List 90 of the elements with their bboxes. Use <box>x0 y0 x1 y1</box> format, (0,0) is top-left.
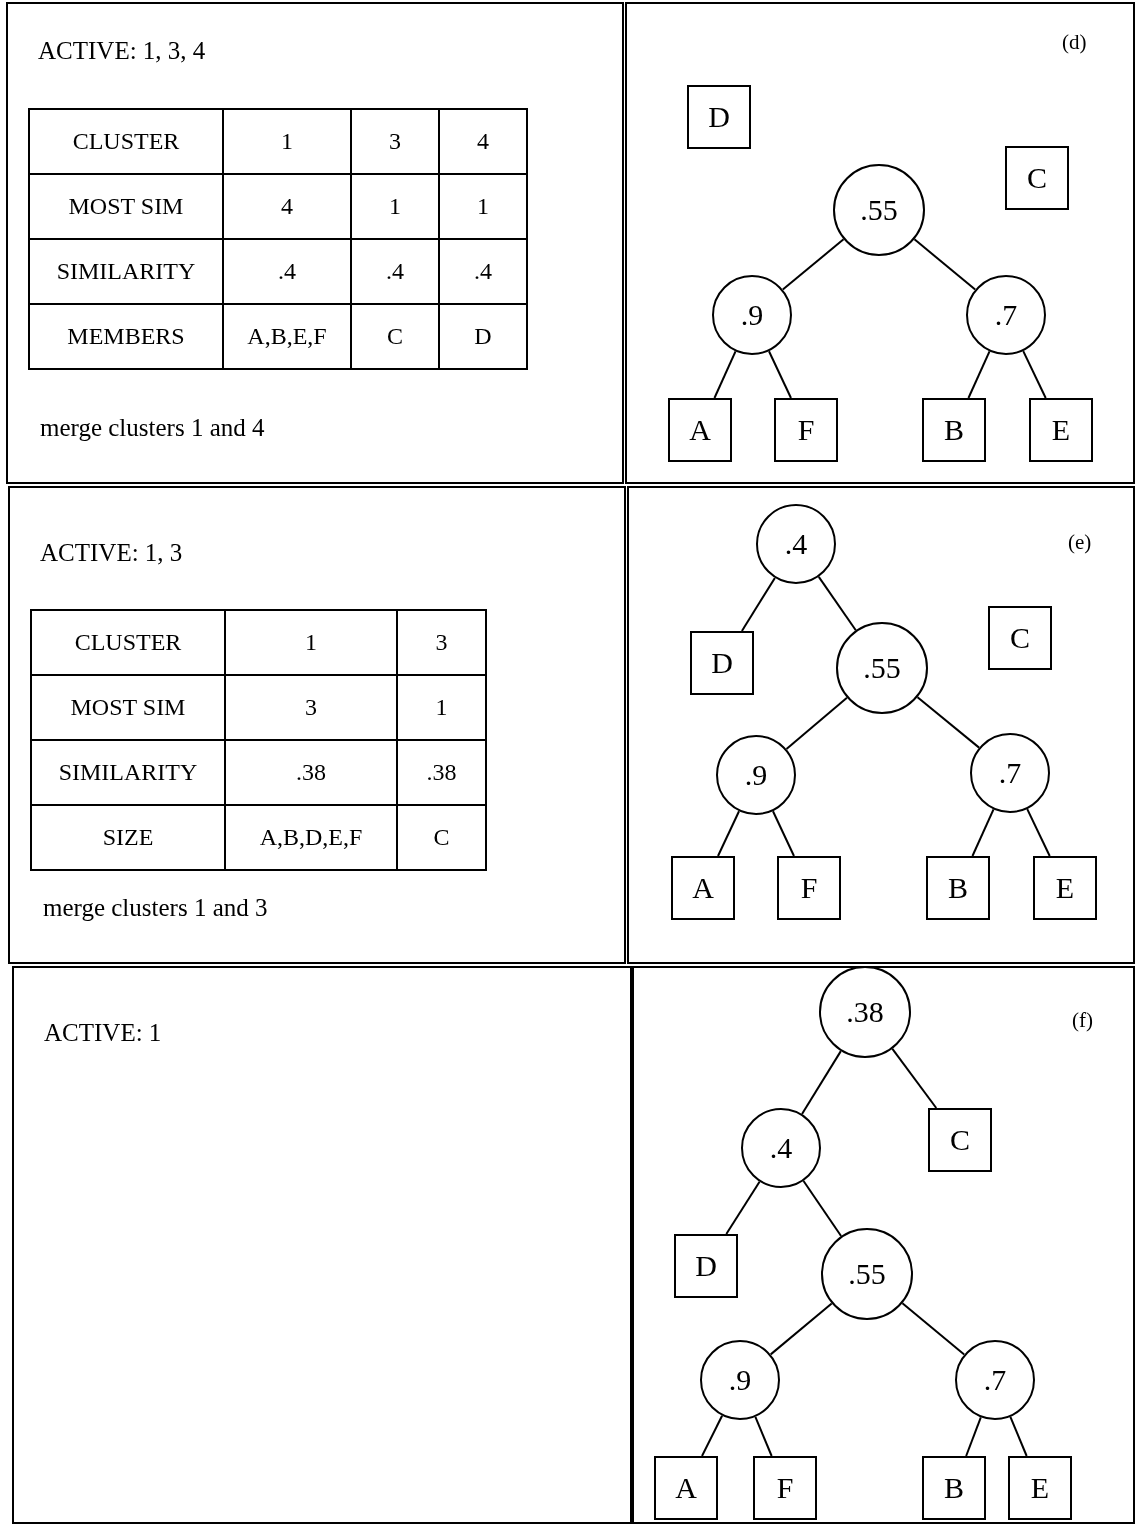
leaf-node: B <box>926 856 990 920</box>
tree-edge <box>1026 808 1051 857</box>
merge-node: .4 <box>741 1108 821 1188</box>
table-cell: A,B,D,E,F <box>225 805 397 870</box>
leaf-node: D <box>687 85 751 149</box>
row-header-cell: SIMILARITY <box>29 239 223 304</box>
heading-text: ACTIVE: 1, 3, 4 <box>38 36 206 66</box>
merge-node: .9 <box>712 275 792 355</box>
merge-node: .9 <box>700 1340 780 1420</box>
table-cell: 1 <box>397 675 486 740</box>
leaf-node: E <box>1008 1456 1072 1520</box>
merge-node: .9 <box>716 735 796 815</box>
leaf-node: E <box>1029 398 1093 462</box>
table-cell: .4 <box>351 239 439 304</box>
leaf-node: F <box>774 398 838 462</box>
row-header-cell: SIMILARITY <box>31 740 225 805</box>
tree-edge <box>701 1414 724 1457</box>
tree-edge <box>891 1047 938 1109</box>
leaf-node: B <box>922 398 986 462</box>
tree-edge <box>913 238 977 291</box>
row-header-cell: MOST SIM <box>29 174 223 239</box>
tree-edge <box>802 1180 843 1237</box>
tree-edge <box>781 238 845 291</box>
merge-node: .55 <box>833 164 925 256</box>
leaf-node: A <box>671 856 735 920</box>
table-cell: D <box>439 304 527 369</box>
merge-node: .4 <box>756 504 836 584</box>
caption-text: merge clusters 1 and 3 <box>43 893 268 923</box>
panel-letter: (f) <box>1072 1007 1093 1034</box>
table-cell: .4 <box>439 239 527 304</box>
merge-node: .55 <box>821 1228 913 1320</box>
row-header-cell: CLUSTER <box>31 610 225 675</box>
tree-edge <box>769 1302 833 1356</box>
tree-edge <box>1022 350 1047 399</box>
table-cell: 4 <box>223 174 351 239</box>
tree-edge <box>817 575 857 632</box>
row-header-cell: MOST SIM <box>31 675 225 740</box>
tree-edge <box>901 1302 966 1356</box>
heading-text: ACTIVE: 1 <box>44 1018 162 1048</box>
table-cell: C <box>351 304 439 369</box>
leaf-node: C <box>988 606 1052 670</box>
table-cell: C <box>397 805 486 870</box>
leaf-node: F <box>777 856 841 920</box>
tree-edge <box>717 810 740 857</box>
table-cell: .4 <box>223 239 351 304</box>
caption-text: merge clusters 1 and 4 <box>40 413 265 443</box>
row-header-cell: SIZE <box>31 805 225 870</box>
row-header-cell: MEMBERS <box>29 304 223 369</box>
table-cell: 1 <box>223 109 351 174</box>
leaf-node: C <box>928 1108 992 1172</box>
tree-edge <box>801 1050 842 1115</box>
tree-edge <box>713 350 737 399</box>
tree-edge <box>971 808 995 857</box>
tree-edge <box>916 696 981 749</box>
table-cell: .38 <box>397 740 486 805</box>
tree-edge <box>967 350 991 399</box>
leaf-node: A <box>654 1456 718 1520</box>
panel-letter: (d) <box>1062 29 1087 56</box>
tree-edge <box>768 350 792 399</box>
leaf-node: D <box>674 1234 738 1298</box>
leaf-node: E <box>1033 856 1097 920</box>
table-cell: 1 <box>351 174 439 239</box>
leaf-node: A <box>668 398 732 462</box>
merge-node: .7 <box>966 275 1046 355</box>
leaf-node: D <box>690 631 754 695</box>
merge-node: .7 <box>970 733 1050 813</box>
heading-text: ACTIVE: 1, 3 <box>40 538 183 568</box>
table-cell: .38 <box>225 740 397 805</box>
table-cell: A,B,E,F <box>223 304 351 369</box>
tree-edge <box>725 1180 761 1235</box>
table-cell: 3 <box>225 675 397 740</box>
leaf-node: C <box>1005 146 1069 210</box>
table-cell: 1 <box>225 610 397 675</box>
table-cell: 3 <box>397 610 486 675</box>
row-header-cell: CLUSTER <box>29 109 223 174</box>
tree-edge <box>1009 1415 1028 1457</box>
table-cell: 4 <box>439 109 527 174</box>
merge-node: .38 <box>819 966 911 1058</box>
table-cell: 1 <box>439 174 527 239</box>
tree-edge <box>965 1416 982 1457</box>
tree-edge <box>785 696 848 751</box>
merge-node: .55 <box>836 622 928 714</box>
leaf-node: F <box>753 1456 817 1520</box>
table-cell: 3 <box>351 109 439 174</box>
panel-letter: (e) <box>1068 529 1092 556</box>
tree-edge <box>754 1415 773 1457</box>
tree-edge <box>740 576 776 632</box>
leaf-node: B <box>922 1456 986 1520</box>
merge-node: .7 <box>955 1340 1035 1420</box>
tree-edge <box>772 810 795 857</box>
